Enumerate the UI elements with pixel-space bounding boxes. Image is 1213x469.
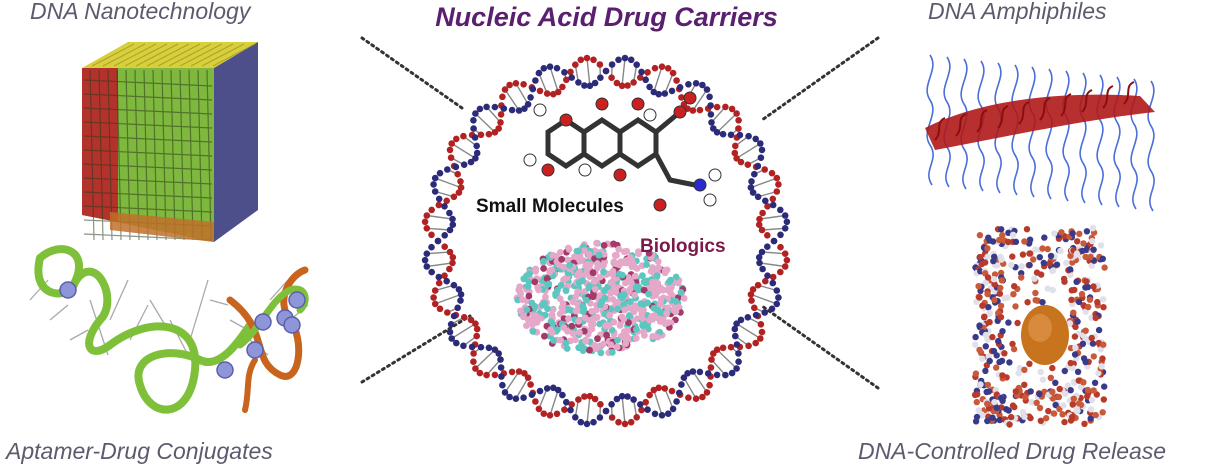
aptamer-drug-conjugate-image — [30, 249, 308, 410]
small-molecules-label: Small Molecules — [476, 196, 624, 218]
dna-amphiphile-micelle-image — [925, 55, 1155, 211]
dna-cage-drug-release-image — [972, 225, 1108, 428]
biologics-label: Biologics — [640, 236, 726, 258]
dna-nanostructure-cube-image — [82, 42, 258, 242]
